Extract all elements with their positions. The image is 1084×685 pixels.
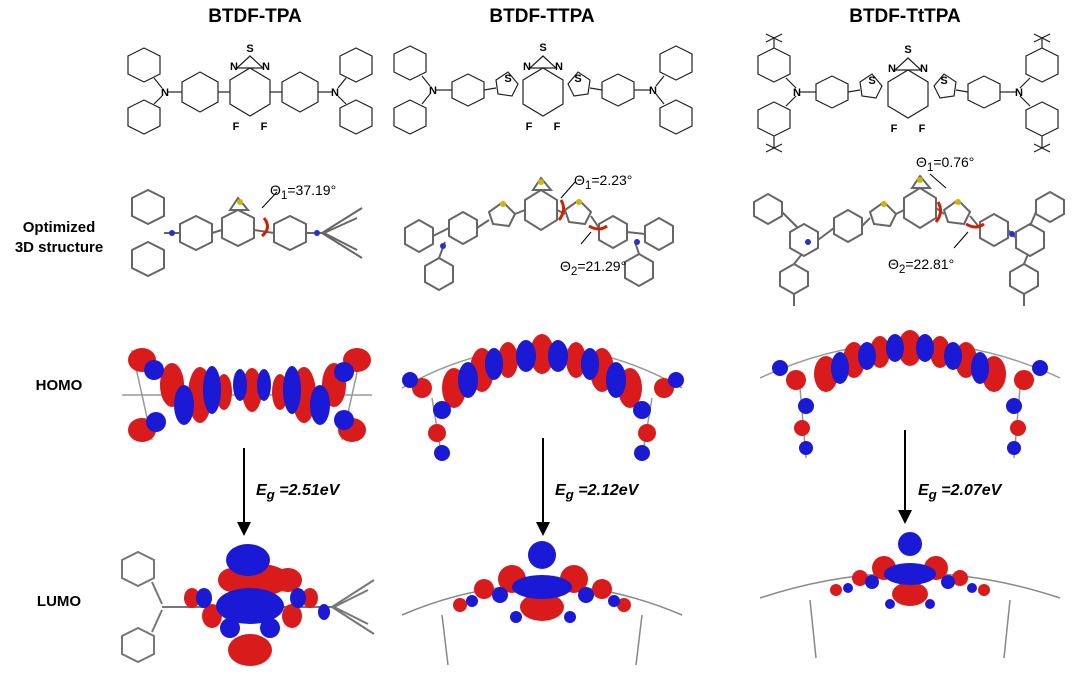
atom-n: N bbox=[523, 61, 531, 73]
atom-n: N bbox=[888, 63, 896, 75]
optimized-3d-tttpa bbox=[753, 173, 1065, 306]
positive-lobes bbox=[786, 330, 1034, 436]
positive-lobes bbox=[830, 556, 990, 606]
atom-s: S bbox=[868, 75, 875, 87]
atom-s: S bbox=[504, 73, 511, 85]
atom-n: N bbox=[331, 87, 339, 99]
atom-f: F bbox=[261, 121, 268, 133]
theta2-label-ttpa: Θ2=21.29° bbox=[560, 258, 627, 278]
energy-gap-arrow-ttpa bbox=[536, 438, 550, 536]
atom-s: S bbox=[539, 42, 546, 54]
homo-orbital-tttpa bbox=[759, 330, 1061, 459]
eg-value-ttpa: =2.12eV bbox=[578, 482, 639, 499]
positive-lobes bbox=[453, 565, 631, 621]
eg-symbol: E bbox=[256, 482, 267, 499]
lumo-orbital-ttpa bbox=[401, 541, 683, 666]
row-label-optimized-line2: 3D structure bbox=[14, 239, 104, 256]
atom-s: S bbox=[904, 44, 911, 56]
atom-f: F bbox=[233, 121, 240, 133]
homo-orbital-ttpa bbox=[401, 334, 684, 461]
column-title-ttpa: BTDF-TTPA bbox=[489, 6, 595, 27]
row-label-homo: HOMO bbox=[35, 377, 83, 394]
atom-n: N bbox=[161, 87, 169, 99]
energy-gap-label-tttpa: Eg =2.07eV bbox=[918, 482, 1001, 502]
atom-f: F bbox=[554, 121, 561, 133]
theta1-label-tpa: Θ1=37.19° bbox=[270, 182, 337, 202]
atom-f: F bbox=[919, 123, 926, 135]
energy-gap-label-ttpa: Eg =2.12eV bbox=[555, 482, 638, 502]
negative-lobes bbox=[466, 541, 620, 623]
column-title-tttpa: BTDF-TtTPA bbox=[849, 6, 961, 27]
atom-n: N bbox=[1015, 87, 1023, 99]
atom-s: S bbox=[574, 73, 581, 85]
negative-lobes bbox=[144, 360, 354, 432]
atom-n: N bbox=[429, 85, 437, 97]
positive-lobes bbox=[412, 334, 674, 442]
theta1-label-tttpa: Θ1=0.76° bbox=[916, 154, 975, 174]
optimized-3d-ttpa bbox=[404, 176, 674, 292]
atom-n: N bbox=[230, 61, 238, 73]
row-label-optimized-line1: Optimized bbox=[22, 219, 96, 236]
negative-lobes bbox=[772, 334, 1048, 455]
structure-ttpa: S N N S S N N F F bbox=[393, 42, 693, 135]
atom-n: N bbox=[793, 87, 801, 99]
structure-tpa: S N N N N F F bbox=[127, 43, 373, 135]
atom-s: S bbox=[940, 75, 947, 87]
row-label-lumo: LUMO bbox=[36, 593, 82, 610]
lumo-orbital-tpa bbox=[121, 544, 375, 666]
eg-subscript: g bbox=[565, 487, 574, 503]
lumo-orbital-tttpa bbox=[759, 532, 1061, 659]
atom-n: N bbox=[555, 61, 563, 73]
atom-s: S bbox=[246, 43, 253, 55]
negative-lobes bbox=[402, 340, 684, 461]
positive-lobes bbox=[128, 348, 371, 442]
theta2-label-tttpa: Θ2=22.81° bbox=[888, 256, 955, 276]
homo-orbital-tpa bbox=[122, 348, 372, 442]
eg-subscript: g bbox=[266, 487, 275, 503]
energy-gap-arrow-tpa bbox=[237, 448, 251, 536]
optimized-3d-tpa bbox=[131, 188, 363, 278]
atom-n: N bbox=[262, 61, 270, 73]
atom-n: N bbox=[920, 63, 928, 75]
eg-value-tttpa: =2.07eV bbox=[941, 482, 1002, 499]
atom-n: N bbox=[649, 85, 657, 97]
atom-f: F bbox=[526, 121, 533, 133]
row-label-optimized: Optimized 3D structure bbox=[4, 218, 114, 258]
negative-lobes bbox=[196, 544, 330, 638]
eg-subscript: g bbox=[928, 487, 937, 503]
eg-symbol: E bbox=[918, 482, 929, 499]
column-title-tpa: BTDF-TPA bbox=[208, 6, 302, 27]
negative-lobes bbox=[843, 532, 977, 609]
theta1-label-ttpa: Θ1=2.23° bbox=[574, 172, 633, 192]
energy-gap-arrow-tttpa bbox=[898, 430, 912, 524]
eg-symbol: E bbox=[555, 482, 566, 499]
eg-value-tpa: =2.51eV bbox=[279, 482, 340, 499]
energy-gap-label-tpa: Eg =2.51eV bbox=[256, 482, 339, 502]
structure-tttpa: S N N S S N N F F bbox=[757, 33, 1059, 153]
atom-f: F bbox=[891, 123, 898, 135]
